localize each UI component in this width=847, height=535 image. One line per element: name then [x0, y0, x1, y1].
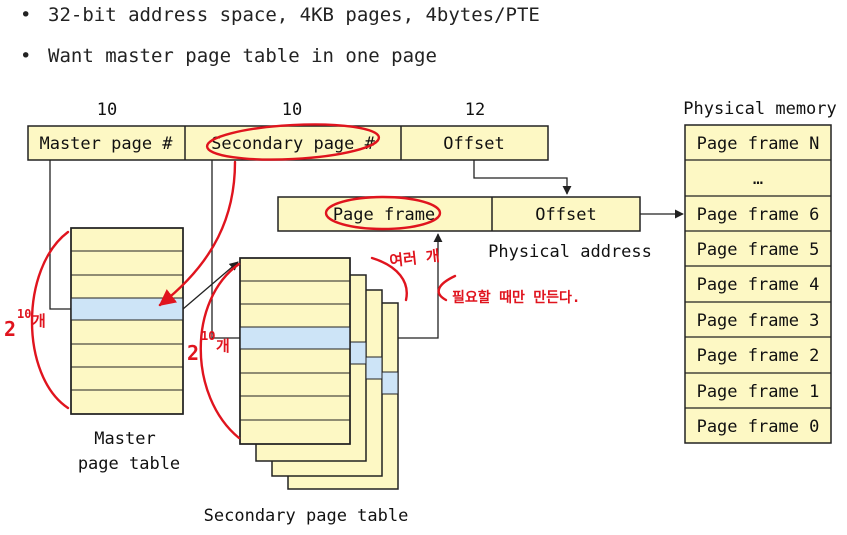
- secondary-selected-entry: [240, 327, 350, 349]
- red-annotations: [30, 123, 457, 440]
- frame-n: Page frame N: [697, 134, 820, 154]
- only-when-needed-note: 필요할 때만 만든다.: [452, 289, 580, 306]
- master-count-base: 2: [4, 317, 16, 341]
- physical-address-label: Physical address: [488, 242, 652, 262]
- secondary-stack-arc: [370, 256, 408, 302]
- virtual-address-box: [27, 125, 549, 161]
- master-page-field: Master page #: [39, 134, 173, 154]
- secondary-table-label: Secondary page table: [204, 506, 409, 526]
- secondary-to-master-arrow: [158, 160, 237, 307]
- master-selected-entry: [71, 298, 183, 320]
- master-to-secondary-arrow: [182, 261, 239, 310]
- secondary-page-field: Secondary page #: [211, 134, 376, 154]
- frame-6: Page frame 6: [697, 205, 820, 225]
- secondary-index-line: [211, 160, 240, 339]
- bullet-2: • Want master page table in one page: [20, 45, 437, 67]
- entry-to-frame-arrow: [398, 233, 443, 339]
- physical-memory: Physical memory Page frame N … Page fram…: [683, 99, 837, 444]
- master-page-table: Master page table: [70, 227, 184, 474]
- bits-secondary: 10: [282, 100, 302, 120]
- bits-master: 10: [97, 100, 117, 120]
- master-count-exp: 10: [17, 307, 31, 321]
- offset-arrow: [473, 160, 572, 195]
- page-frame-circle: [324, 195, 442, 231]
- secondary-count-note: 2 10 개: [187, 329, 230, 365]
- physical-address: Page frame Offset Physical address: [277, 196, 652, 262]
- secondary-field-circle: [205, 123, 381, 161]
- physical-offset-field: Offset: [535, 205, 596, 225]
- bullet-2-text: Want master page table in one page: [48, 45, 437, 67]
- secondary-count-brace: [199, 262, 241, 440]
- master-table-label-1: Master: [94, 429, 155, 449]
- master-count-unit: 개: [32, 312, 46, 330]
- frame-3: Page frame 3: [697, 311, 820, 331]
- frame-1: Page frame 1: [697, 382, 820, 402]
- master-count-brace: [30, 230, 70, 410]
- page-frame-field: Page frame: [333, 205, 435, 225]
- secondary-page-table: [239, 257, 351, 445]
- secondary-page-tables: Secondary page table: [204, 257, 409, 526]
- frame-4: Page frame 4: [697, 275, 820, 295]
- virtual-address: Master page # Secondary page # Offset: [27, 125, 549, 161]
- physical-memory-title: Physical memory: [683, 99, 837, 119]
- master-count-note: 2 10 개: [4, 307, 46, 341]
- bullet-1: • 32-bit address space, 4KB pages, 4bytes…: [20, 4, 540, 26]
- bullet-dot: •: [20, 4, 32, 26]
- offset-field: Offset: [443, 134, 504, 154]
- note-arrow: [437, 274, 457, 302]
- frame-2: Page frame 2: [697, 346, 820, 366]
- bullet-dot: •: [20, 45, 32, 67]
- frame-5: Page frame 5: [697, 240, 820, 260]
- master-index-line: [49, 160, 71, 310]
- frame-0: Page frame 0: [697, 417, 820, 437]
- secondary-count-exp: 10: [201, 329, 215, 343]
- many-note: 여러 개: [389, 247, 441, 270]
- secondary-count-base: 2: [187, 341, 199, 365]
- bullet-1-text: 32-bit address space, 4KB pages, 4bytes/…: [48, 4, 540, 26]
- master-table-label-2: page table: [78, 454, 180, 474]
- frame-ellipsis: …: [753, 169, 763, 189]
- bits-offset: 12: [465, 100, 485, 120]
- secondary-count-unit: 개: [216, 337, 230, 355]
